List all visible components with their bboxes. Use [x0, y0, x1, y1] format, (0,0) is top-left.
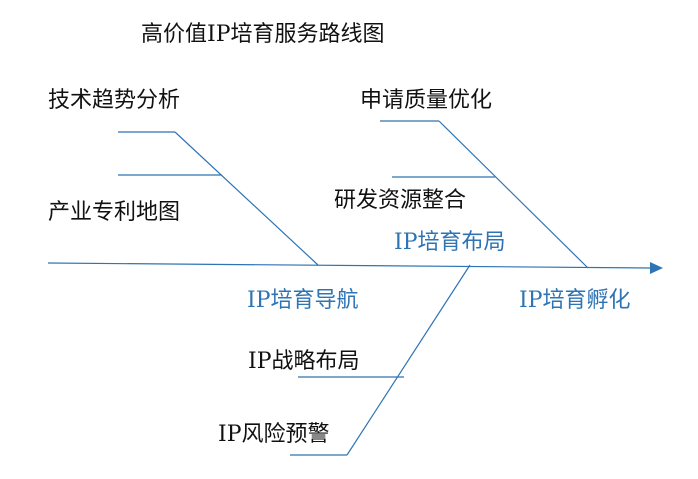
branch-label-layout: IP培育布局	[394, 230, 506, 255]
bone-lower	[346, 264, 471, 456]
branch-label-navigation: IP培育导航	[247, 288, 359, 313]
bone-upper-left	[174, 131, 319, 266]
cause-patent-map: 产业专利地图	[48, 200, 181, 225]
cause-rd-integration: 研发资源整合	[334, 188, 467, 213]
spine-arrow-head	[650, 262, 663, 274]
main-spine	[47, 262, 651, 269]
cause-tech-trend: 技术趋势分析	[48, 88, 181, 113]
diagram-title: 高价值IP培育服务路线图	[141, 22, 385, 47]
cause-ip-risk: IP风险预警	[218, 422, 330, 447]
cause-apply-quality: 申请质量优化	[360, 88, 493, 113]
bone-upper-right	[438, 120, 589, 269]
head-label-incubation: IP培育孵化	[519, 288, 631, 313]
cause-ip-strategy: IP战略布局	[248, 349, 360, 374]
